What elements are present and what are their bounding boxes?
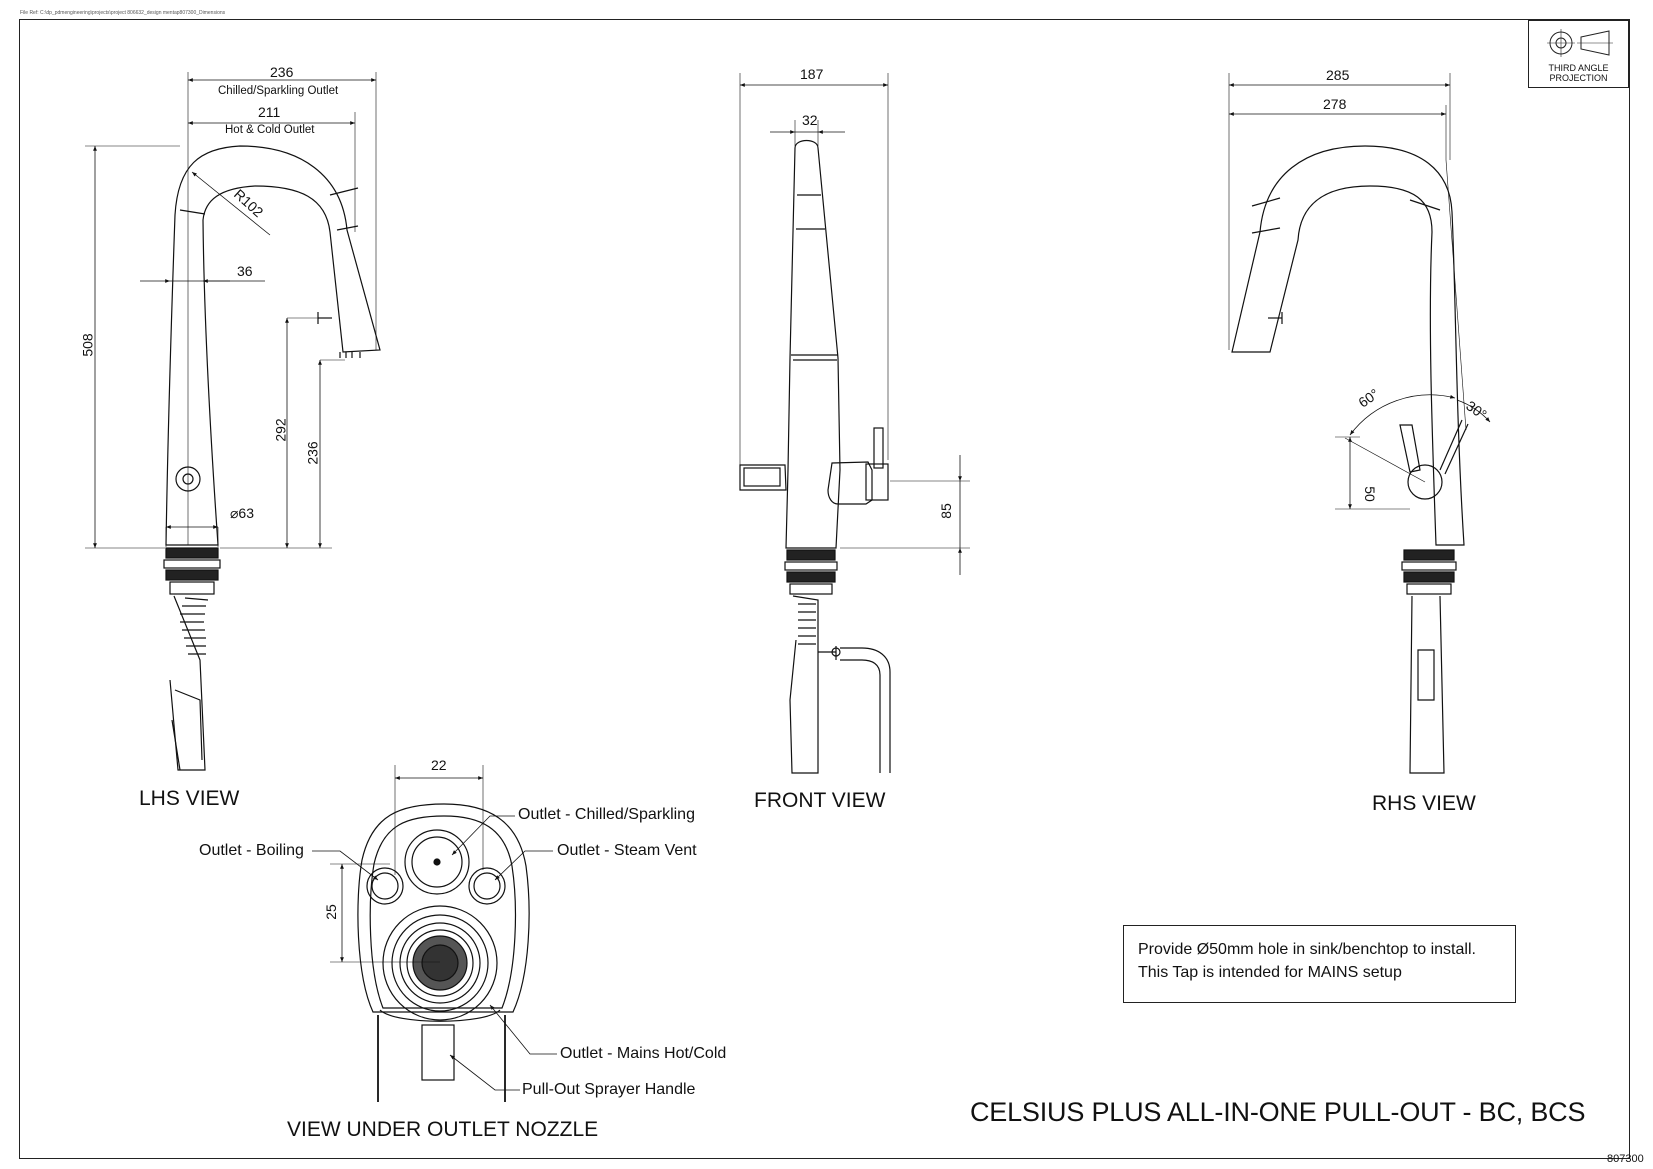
front-view-label: FRONT VIEW [754,789,886,812]
projection-symbol-box: THIRD ANGLE PROJECTION [1528,20,1629,88]
callout-boiling: Outlet - Boiling [199,842,304,859]
callout-chilled-sparkling: Outlet - Chilled/Sparkling [518,806,695,823]
rhs-dimensions [1228,73,1491,510]
lhs-dim-hot-cold-outlet-label: Hot & Cold Outlet [225,124,315,136]
note-line-1: Provide Ø50mm hole in sink/benchtop to i… [1138,941,1476,958]
lhs-view-label: LHS VIEW [139,787,240,810]
lhs-dim-diameter: ⌀63 [230,505,255,521]
lhs-tap-outline [163,145,381,771]
lhs-dimensions [85,72,377,549]
nozzle-dim-height: 25 [322,904,339,920]
front-dimensions [739,73,970,575]
lhs-dim-chilled-outlet-label: Chilled/Sparkling Outlet [218,85,339,97]
note-line-2: This Tap is intended for MAINS setup [1138,964,1402,981]
rhs-tap-outline [1231,145,1469,774]
front-dim-handle-height: 85 [937,503,954,519]
lhs-dim-height-292: 292 [272,418,289,442]
callout-mains-hot-cold: Outlet - Mains Hot/Cold [560,1045,727,1062]
rhs-view-label: RHS VIEW [1372,792,1476,815]
callout-steam-vent: Outlet - Steam Vent [557,842,697,859]
lhs-dim-chilled-outlet: 236 [270,64,294,80]
nozzle-dimensions [312,765,557,1091]
projection-icon [1547,29,1613,57]
nozzle-view-label: VIEW UNDER OUTLET NOZZLE [287,1118,599,1141]
drawing-frame [19,19,1630,1159]
projection-label: THIRD ANGLE PROJECTION [1548,63,1609,83]
front-dim-spout-width: 32 [802,112,818,128]
front-dim-width: 187 [800,66,824,82]
rhs-dim-50: 50 [1361,486,1378,502]
front-tap-outline [739,139,891,774]
lhs-dim-overall-height: 508 [79,333,96,357]
rhs-dim-reach-285: 285 [1326,67,1350,83]
lhs-dim-body-width: 36 [237,263,253,279]
nozzle-outline [357,803,530,1102]
file-reference: File Ref: C:\dp_pdmengineering\projects\… [20,10,226,16]
lhs-dim-height-236: 236 [304,441,321,465]
nozzle-dim-width: 22 [431,757,447,773]
drawing-title: CELSIUS PLUS ALL-IN-ONE PULL-OUT - BC, B… [970,1097,1586,1127]
installation-note: Provide Ø50mm hole in sink/benchtop to i… [1123,925,1516,1003]
sheet-number: 807300 [1607,1153,1644,1165]
lhs-dim-hot-cold-outlet: 211 [258,104,281,120]
callout-pull-out-handle: Pull-Out Sprayer Handle [522,1081,696,1098]
rhs-dim-reach-278: 278 [1323,96,1347,112]
